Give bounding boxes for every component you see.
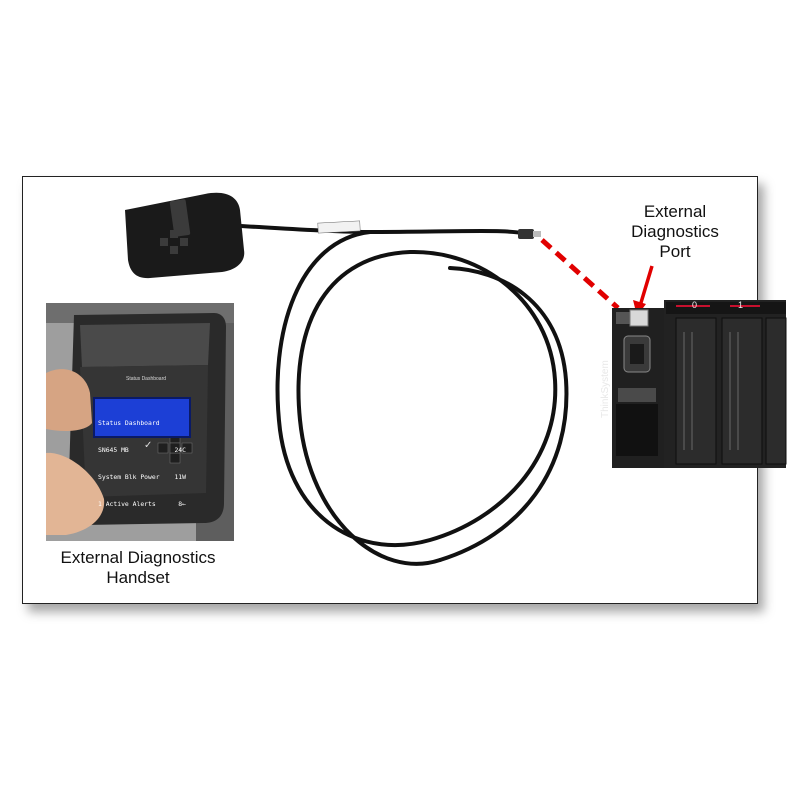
lcd-line2-right: 24C [174, 446, 186, 454]
handset-dashboard-title: Status Dashboard [126, 376, 167, 382]
port-caption-line1: External [643, 202, 707, 221]
port-caption: External Diagnostics Port [610, 202, 740, 262]
handset-caption-line1: External Diagnostics [60, 548, 216, 567]
drive-bay-1-label: 1 [738, 300, 744, 310]
lcd-line4-left: 1 Active Alerts [98, 500, 156, 508]
lcd-line3-left: System Blk Power [98, 473, 160, 481]
handset-caption-line2: Handset [106, 568, 170, 587]
port-caption-line2: Diagnostics [631, 222, 719, 241]
lcd-line3-right: 11W [174, 473, 186, 481]
cable-connector [518, 229, 534, 239]
handset-caption: External Diagnostics Handset [38, 548, 238, 588]
handset-photo: Status Dashboard Status Dashboard SN645 … [46, 303, 234, 541]
lcd-line4: 1 Active Alerts 8← [98, 500, 186, 509]
lcd-line3: System Blk Power 11W [98, 473, 186, 482]
lcd-line1: Status Dashboard [98, 419, 160, 427]
lcd-line2-left: SN645 MB [98, 446, 129, 454]
drive-bay-0-label: 0 [692, 300, 698, 310]
checkmark-icon: ✓ [144, 440, 153, 451]
port-pointer-arrow-shaft [638, 265, 654, 307]
handset-lcd-screen: Status Dashboard SN645 MB 24C System Blk… [93, 397, 191, 508]
lcd-line2: SN645 MB 24C [98, 446, 186, 455]
port-pointer-dashed-line [540, 238, 620, 310]
server-brand-label: ThinkSystem [600, 360, 611, 418]
port-caption-line3: Port [659, 242, 691, 261]
server-front-panel [612, 300, 787, 468]
cable-label-sleeve [317, 220, 361, 234]
cable-connector-tip [533, 231, 541, 237]
cable [238, 224, 569, 566]
handset-device [125, 192, 245, 279]
lcd-line4-right: 8← [178, 500, 186, 508]
